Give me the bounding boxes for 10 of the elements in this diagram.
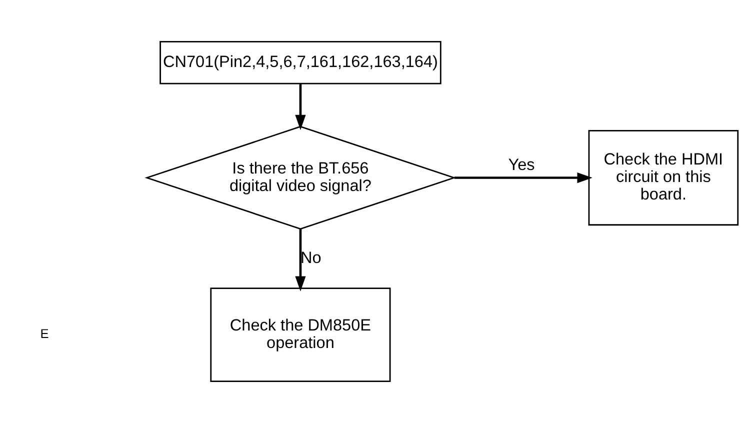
node-box: Check the HDMI circuit on this board. [588,130,739,226]
node-box: Check the DM850E operation [210,288,391,382]
arrow [295,229,306,292]
edge-label: No [300,248,322,267]
edge-label: Yes [508,156,535,174]
label: E [40,326,49,342]
arrow [295,84,306,130]
node-diamond: Is there the BT.656 digital video signal? [144,126,456,230]
arrow [454,172,592,184]
node-box: CN701(Pin2,4,5,6,7,161,162,163,164) [160,40,442,84]
